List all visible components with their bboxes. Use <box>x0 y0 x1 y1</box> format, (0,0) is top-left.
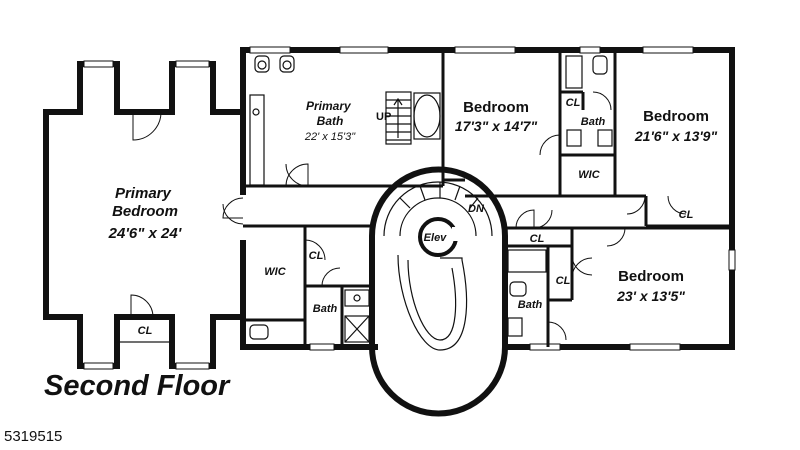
bath-label-jack-jill: Bath <box>581 116 606 128</box>
svg-text:Primary Bath: Primary Bath <box>306 99 354 128</box>
bedroom-c-name: Bedroom <box>618 268 684 285</box>
doors <box>130 91 687 341</box>
cl-label-bedroom-b: CL <box>679 209 694 221</box>
primary-bedroom-name-1: Primary <box>115 185 172 202</box>
room-label-primary-bedroom: Primary Bedroom 24'6" x 24' <box>108 185 182 242</box>
bedroom-c-dims: 23' x 13'5" <box>616 288 685 304</box>
primary-bath-name-1: Primary <box>306 99 352 113</box>
listing-id: 5319515 <box>4 428 63 445</box>
stair-down-label: DN <box>468 203 485 215</box>
stair-up <box>385 91 412 145</box>
svg-text:Primary Bedroom: Primary Bedroom <box>112 185 178 220</box>
bath-label-bedroom-c: Bath <box>518 299 543 311</box>
wic-label-bedroom: WIC <box>578 169 600 181</box>
bedroom-a-name: Bedroom <box>463 99 529 116</box>
rotunda-walls <box>369 166 508 417</box>
cl-label-hall: CL <box>530 233 545 245</box>
spiral-stair <box>383 181 493 351</box>
cl-label-primary-bedroom: CL <box>138 325 153 337</box>
wic-label-primary: WIC <box>264 266 286 278</box>
cl-label-primary: CL <box>309 250 324 262</box>
primary-bedroom-name-2: Bedroom <box>112 203 178 220</box>
primary-bath-dims: 22' x 15'3" <box>304 131 356 143</box>
interior-walls <box>243 50 732 347</box>
bedroom-a-dims: 17'3" x 14'7" <box>455 118 538 134</box>
cl-label-bedroom-b-closet: CL <box>566 97 581 109</box>
cl-label-bedroom-c: CL <box>556 275 571 287</box>
primary-bath-name-2: Bath <box>317 114 344 128</box>
bath-label-primary-hall: Bath <box>313 303 338 315</box>
fixtures <box>249 55 613 343</box>
stair-up-label: UP <box>376 111 391 123</box>
elevator-label: Elev <box>424 232 448 244</box>
bedroom-b-dims: 21'6" x 13'9" <box>634 128 718 144</box>
windows <box>83 46 736 370</box>
bedroom-b-name: Bedroom <box>643 108 709 125</box>
room-label-primary-bath: Primary Bath 22' x 15'3" <box>304 99 356 143</box>
primary-bedroom-dims: 24'6" x 24' <box>108 225 182 242</box>
floor-title: Second Floor <box>44 370 230 402</box>
